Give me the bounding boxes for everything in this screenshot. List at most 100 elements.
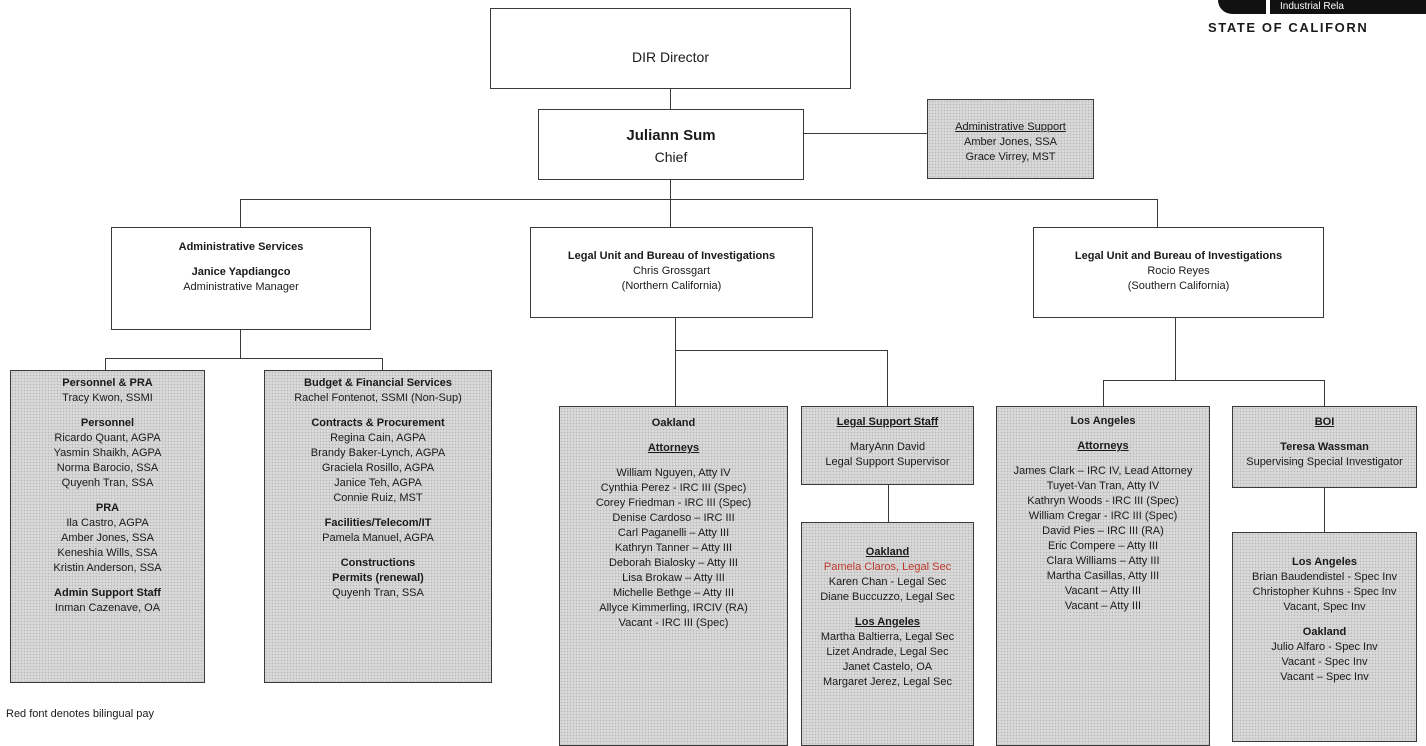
legal-sec-member: Lizet Andrade, Legal Sec [826,646,949,658]
investigator: Brian Baudendistel - Spec Inv [1252,571,1397,583]
constructions-member: Quyenh Tran, SSA [332,587,424,599]
director-title: DIR Director [631,49,709,65]
connector [1324,380,1325,406]
personnel-pra-box: Personnel & PRA Tracy Kwon, SSMI Personn… [10,370,205,683]
legal-north-box: Legal Unit and Bureau of Investigations … [530,227,813,318]
facilities-member: Pamela Manuel, AGPA [322,532,434,544]
connector [804,133,927,134]
personnel-member: Quyenh Tran, SSA [61,477,154,489]
connector [1175,318,1176,380]
connector [240,330,241,358]
boi-name: Teresa Wassman [1280,441,1369,453]
oakland-attorney: William Nguyen, Atty IV [616,467,731,479]
contracts-heading: Contracts & Procurement [311,417,445,429]
legal-north-heading: Legal Unit and Bureau of Investigations [567,250,776,262]
legal-north-name: Chris Grossgart [632,265,711,277]
connector [240,199,1158,200]
oakland-attorney: Michelle Bethge – Atty III [612,587,735,599]
personnel-pra-lead: Tracy Kwon, SSMI [62,392,153,404]
legal-sec-member: Diane Buccuzzo, Legal Sec [820,591,955,603]
constructions-heading: Constructions [340,557,416,569]
oakland-attorney: Corey Friedman - IRC III (Spec) [595,497,752,509]
oakland-attorney: Lisa Brokaw – Atty III [622,572,725,584]
contracts-member: Janice Teh, AGPA [334,477,422,489]
budget-lead: Rachel Fontenot, SSMI (Non-Sup) [294,392,462,404]
director-box: DIR Director [490,8,851,89]
legal-support-title: Legal Support Supervisor [825,456,950,468]
legal-sec-oakland-heading: Oakland [865,546,910,558]
pra-heading: PRA [95,502,120,514]
legal-secretaries-box: Oakland Pamela Claros, Legal Sec Karen C… [801,522,974,746]
boi-heading: BOI [1314,416,1335,428]
connector [888,485,889,522]
legal-south-box: Legal Unit and Bureau of Investigations … [1033,227,1324,318]
connector [675,350,676,406]
connector [240,199,241,227]
personnel-heading: Personnel [80,417,135,429]
connector [1103,380,1104,406]
personnel-pra-heading: Personnel & PRA [62,377,153,389]
oakland-attorney: Denise Cardoso – IRC III [612,512,735,524]
investigator: Julio Alfaro - Spec Inv [1271,641,1378,653]
logo-bar [1270,0,1426,14]
oakland-attorney: Deborah Bialosky – Atty III [608,557,738,569]
bilingual-footnote: Red font denotes bilingual pay [6,708,154,720]
chief-name: Juliann Sum [626,127,716,144]
admin-services-box: Administrative Services Janice Yapdiangc… [111,227,371,330]
dir-logo: Industrial Rela STATE OF CALIFORN [1208,0,1426,64]
boi-title: Supervising Special Investigator [1246,456,1403,468]
chief-box: Juliann Sum Chief [538,109,804,180]
logo-mark-icon [1218,0,1266,14]
constructions-heading: Permits (renewal) [332,572,424,584]
budget-heading: Budget & Financial Services [304,377,452,389]
inv-oakland-heading: Oakland [1302,626,1347,638]
la-attorney: William Cregar - IRC III (Spec) [1028,510,1178,522]
boi-box: BOI Teresa Wassman Supervising Special I… [1232,406,1417,488]
connector [105,358,106,370]
connector [670,88,671,109]
legal-sec-la-heading: Los Angeles [855,616,920,628]
legal-sec-member: Karen Chan - Legal Sec [828,576,947,588]
oakland-attorney: Carl Paganelli – Atty III [617,527,730,539]
facilities-heading: Facilities/Telecom/IT [324,517,432,529]
legal-support-heading: Legal Support Staff [836,416,939,428]
personnel-member: Ricardo Quant, AGPA [54,432,161,444]
admin-staff-member: Inman Cazenave, OA [54,602,161,614]
pra-member: Amber Jones, SSA [61,532,154,544]
oakland-attorney: Cynthia Perez - IRC III (Spec) [600,482,747,494]
connector [675,350,888,351]
admin-services-manager-title: Administrative Manager [183,281,299,293]
oakland-heading: Oakland [651,417,696,429]
connector [1157,199,1158,227]
legal-south-heading: Legal Unit and Bureau of Investigations [1074,250,1283,262]
admin-staff-heading: Admin Support Staff [54,587,161,599]
oakland-attorney: Allyce Kimmerling, IRCIV (RA) [599,602,748,614]
contracts-member: Connie Ruiz, MST [333,492,423,504]
budget-box: Budget & Financial Services Rachel Fonte… [264,370,492,683]
legal-support-name: MaryAnn David [849,441,926,453]
admin-support-member: Grace Virrey, MST [965,151,1056,163]
la-attorney: Kathryn Woods - IRC III (Spec) [1027,495,1179,507]
investigators-box: Los Angeles Brian Baudendistel - Spec In… [1232,532,1417,742]
la-attorneys-box: Los Angeles Attorneys James Clark – IRC … [996,406,1210,746]
legal-south-name: Rocio Reyes [1147,265,1210,277]
la-attorney: David Pies – IRC III (RA) [1042,525,1164,537]
personnel-member: Yasmin Shaikh, AGPA [53,447,162,459]
contracts-member: Brandy Baker-Lynch, AGPA [310,447,446,459]
legal-sec-member-bilingual: Pamela Claros, Legal Sec [823,561,952,573]
connector [675,318,676,350]
investigator: Vacant – Spec Inv [1280,671,1369,683]
pra-member: Ila Castro, AGPA [66,517,149,529]
contracts-member: Graciela Rosillo, AGPA [321,462,435,474]
connector [670,180,671,199]
legal-support-box: Legal Support Staff MaryAnn David Legal … [801,406,974,485]
admin-services-manager: Janice Yapdiangco [191,266,291,278]
logo-dept-text: Industrial Rela [1280,1,1344,12]
inv-la-heading: Los Angeles [1292,556,1357,568]
la-attorney: Eric Compere – Atty III [1047,540,1159,552]
la-attorney: Tuyet-Van Tran, Atty IV [1046,480,1160,492]
connector [1103,380,1325,381]
legal-sec-member: Margaret Jerez, Legal Sec [822,676,952,688]
connector [1324,488,1325,532]
la-subheading: Attorneys [1077,440,1129,452]
